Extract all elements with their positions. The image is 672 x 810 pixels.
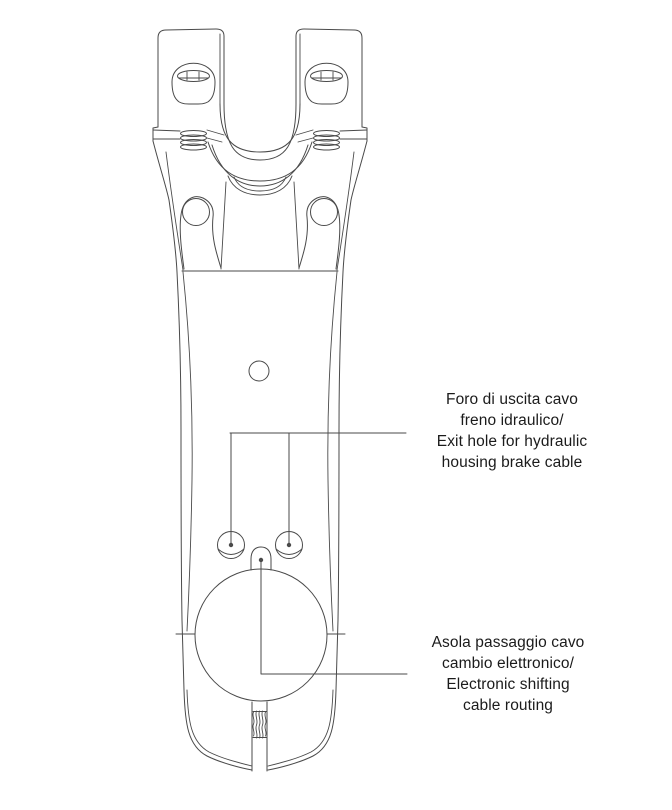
stem-arm-right — [295, 28, 368, 151]
body-right-inner-lower — [327, 271, 338, 632]
steerer-column-left-edge — [220, 181, 227, 270]
body-left-inner-lower — [182, 271, 193, 632]
annotation-line: cambio elettronico/ — [442, 655, 574, 672]
bolt-recess-left — [171, 62, 216, 105]
annotation-line: housing brake cable — [441, 454, 583, 471]
arm-left-step — [152, 126, 159, 142]
handlebar-clamp-cutout — [207, 103, 313, 196]
leader-line-shifting-cable — [258, 557, 408, 675]
annotation-brake-cable-exit: Foro di uscita cavo freno idraulico/ Exi… — [402, 389, 622, 473]
steerer-column-right-edge — [293, 181, 300, 270]
annotation-line: Foro di uscita cavo — [446, 391, 578, 408]
arm-right-outline — [295, 28, 363, 128]
coil-spring-right — [313, 130, 340, 151]
faceplate-shelf-lines — [152, 129, 368, 143]
body-right-outer-edge — [335, 140, 368, 691]
boss-bolt-hole-right — [310, 198, 338, 226]
bolt-boss-left — [179, 196, 222, 270]
arm-left-outline — [157, 28, 225, 128]
body-left-inner-edge — [165, 151, 184, 271]
body-right-inner-edge — [336, 151, 355, 271]
annotation-line: Electronic shifting — [446, 676, 570, 693]
coil-spring-left — [180, 130, 207, 151]
annotation-shifting-cable-routing: Asola passaggio cavo cambio elettronico/… — [398, 632, 618, 716]
top-cap-bolt-hole — [248, 360, 270, 382]
stem-body-outline — [152, 140, 368, 691]
annotation-line: Asola passaggio cavo — [431, 634, 585, 651]
arm-right-step — [361, 126, 368, 142]
clamp-slit-and-bolt — [183, 689, 337, 772]
clamp-bolt-threads — [252, 710, 268, 739]
leader-lines-brake-cable — [228, 432, 407, 548]
boss-bolt-hole-left — [182, 198, 210, 226]
bolt-recess-right — [304, 62, 349, 105]
stem-arm-left — [152, 28, 225, 151]
body-left-outer-edge — [152, 140, 185, 691]
shifting-cable-slot — [250, 546, 272, 571]
annotation-line: cable routing — [462, 697, 554, 714]
annotation-line: Exit hole for hydraulic — [436, 433, 588, 450]
bolt-boss-right — [298, 196, 341, 270]
annotation-line: freno idraulico/ — [460, 412, 564, 429]
